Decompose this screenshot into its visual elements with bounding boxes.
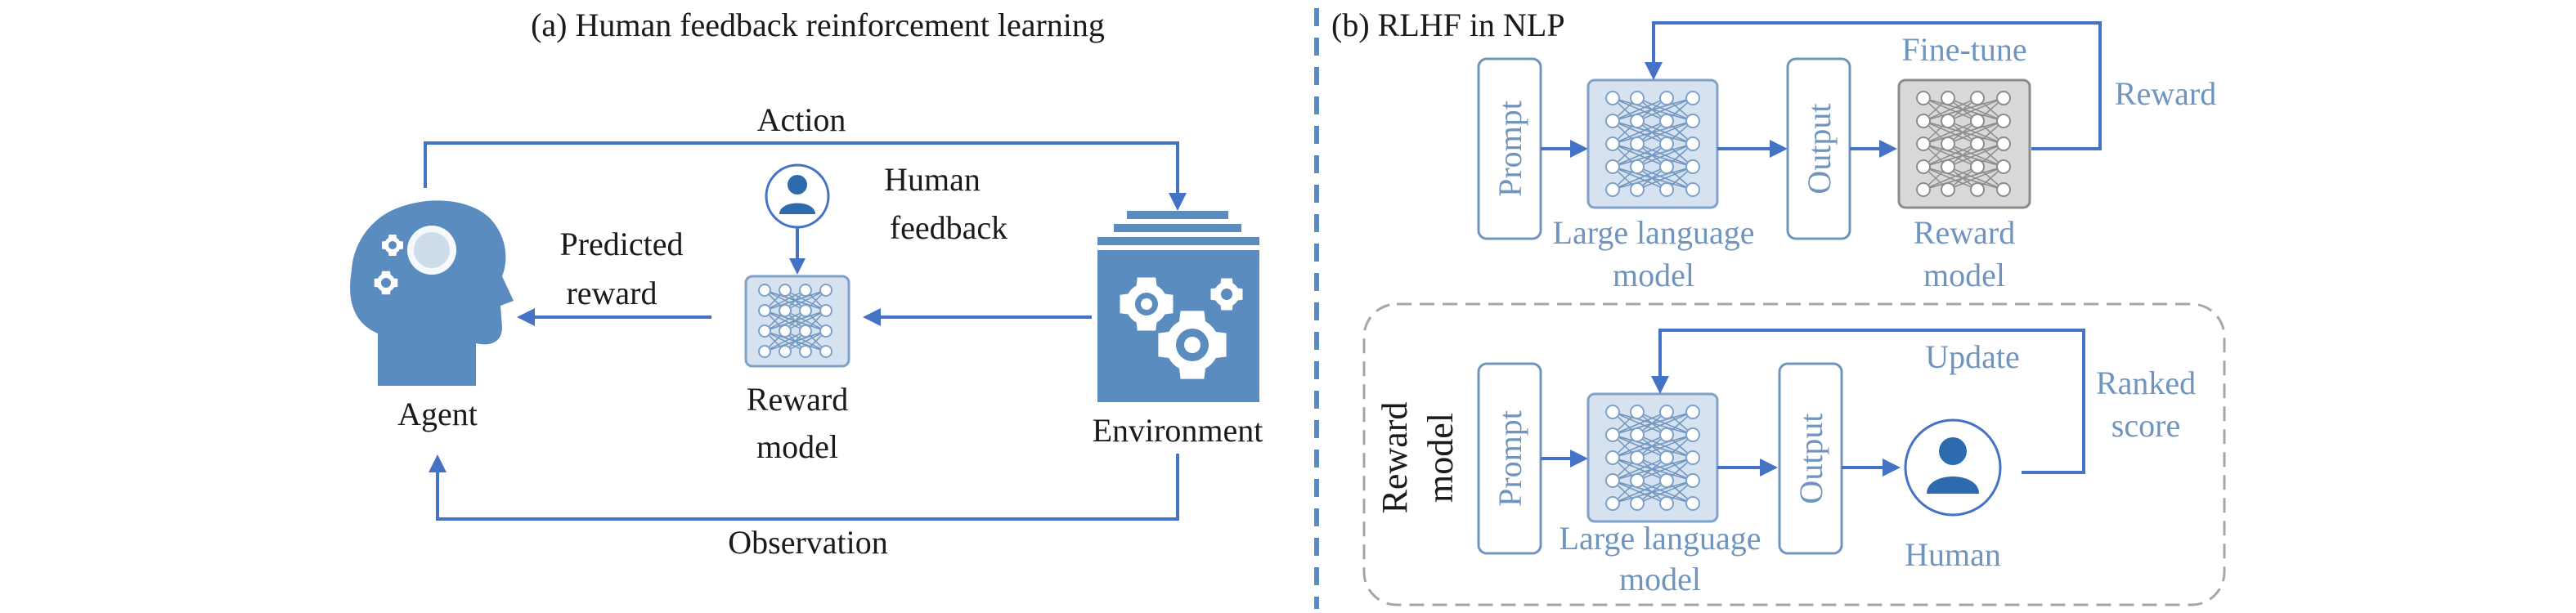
reward-model-gray-label-1: Reward — [1914, 214, 2015, 251]
llm-lower-label-2: model — [1619, 561, 1701, 597]
llm-to-output-arrow-lower — [1717, 459, 1778, 477]
output-to-human-arrow — [1842, 459, 1901, 477]
prompt-to-llm-arrow-lower — [1541, 450, 1588, 468]
llm-box — [1586, 78, 1719, 209]
llm-label-2: model — [1613, 257, 1694, 293]
svg-text:Output: Output — [1801, 103, 1838, 194]
prompt-box-lower: Prompt — [1477, 362, 1542, 555]
human-feedback-label-2: feedback — [890, 209, 1008, 246]
agent-head-gears-icon — [350, 200, 514, 386]
ranked-score-label-1: Ranked — [2096, 365, 2196, 401]
reward-model-gray-box — [1897, 78, 2031, 209]
human-label: Human — [1905, 536, 2001, 573]
reward-model-box — [744, 275, 850, 368]
predicted-reward-label-1: Predicted — [559, 226, 683, 262]
llm-box-lower — [1586, 392, 1719, 523]
output-box-lower: Output — [1778, 362, 1843, 555]
llm-label-1: Large language — [1553, 214, 1755, 251]
svg-text:Prompt: Prompt — [1492, 410, 1528, 507]
fine-tune-label: Fine-tune — [1901, 31, 2026, 68]
reward-model-training-group — [1362, 302, 2226, 606]
predicted-reward-label-2: reward — [566, 275, 657, 311]
update-label: Update — [1925, 338, 2020, 375]
environment-gears-icon — [1097, 211, 1259, 402]
reward-loop-arrow — [1645, 21, 2102, 150]
observation-arrow — [429, 454, 1179, 521]
action-label: Action — [757, 101, 846, 138]
human-feedback-arrow — [789, 227, 806, 275]
llm-to-output-arrow — [1717, 140, 1788, 158]
side-label-2: model — [1420, 413, 1461, 503]
agent-label: Agent — [397, 396, 478, 432]
human-avatar-icon — [1904, 418, 2002, 517]
human-avatar-icon — [765, 163, 830, 229]
prompt-to-llm-arrow — [1541, 140, 1588, 158]
neural-network-icon — [1916, 91, 2011, 197]
panel-b-title: (b) RLHF in NLP — [1331, 7, 1565, 43]
observation-label: Observation — [728, 524, 888, 561]
action-arrow — [424, 141, 1187, 211]
svg-text:Output: Output — [1793, 413, 1829, 503]
output-to-reward-arrow — [1850, 140, 1897, 158]
human-feedback-label-1: Human — [884, 161, 981, 198]
prompt-box: Prompt — [1477, 57, 1542, 240]
neural-network-icon — [1605, 91, 1700, 197]
reward-label: Reward — [2115, 75, 2216, 112]
predicted-reward-arrow — [517, 308, 711, 326]
environment-to-reward-arrow — [863, 308, 1092, 326]
reward-model-gray-label-2: model — [1923, 257, 2005, 293]
side-label-1: Reward — [1375, 402, 1415, 514]
reward-model-label-1: Reward — [747, 381, 848, 418]
neural-network-icon — [758, 284, 832, 358]
environment-label: Environment — [1093, 412, 1263, 449]
output-box: Output — [1786, 57, 1851, 240]
ranked-score-label-2: score — [2112, 407, 2180, 444]
neural-network-icon — [1605, 405, 1700, 511]
reward-model-label-2: model — [756, 428, 838, 465]
llm-lower-label-1: Large language — [1560, 520, 1761, 557]
update-loop-arrow — [1651, 329, 2085, 474]
svg-text:Prompt: Prompt — [1492, 101, 1528, 197]
panel-a-title: (a) Human feedback reinforcement learnin… — [531, 7, 1105, 43]
